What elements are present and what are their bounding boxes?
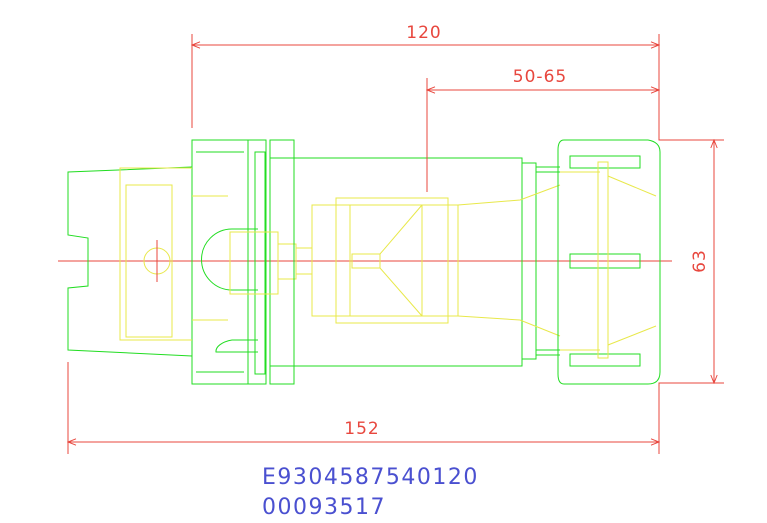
dim-label-63: 63 [690,249,710,273]
clamping-nut [557,139,661,385]
dimension-50-65 [427,78,659,192]
dimension-152 [68,362,659,454]
dim-label-152: 152 [344,419,379,439]
taper-shank [67,139,297,385]
dim-label-50-65: 50-65 [513,67,567,87]
order-number: E9304587540120 [262,465,479,490]
article-number: 00093517 [262,495,386,520]
dim-label-120: 120 [406,23,441,43]
holder-body [293,157,561,367]
dimension-120 [192,34,659,128]
